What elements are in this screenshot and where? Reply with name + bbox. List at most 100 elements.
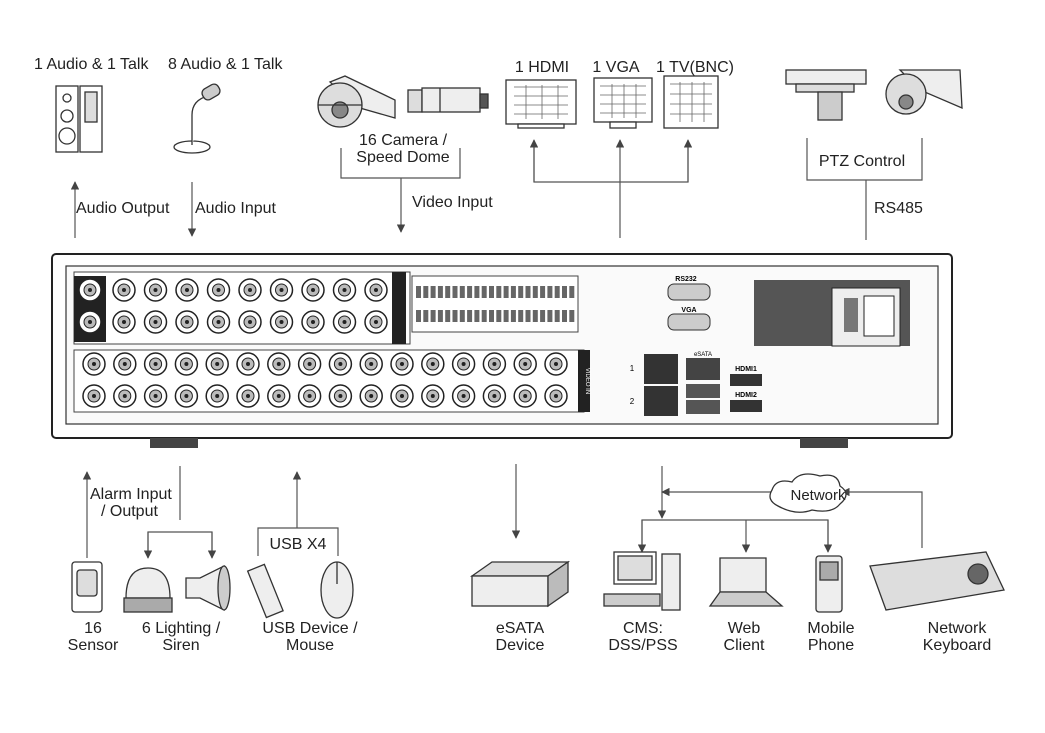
alarm-terminal-screw[interactable] — [423, 310, 429, 322]
audio-bnc-connector[interactable] — [364, 278, 388, 302]
alarm-terminal-screw[interactable] — [532, 310, 538, 322]
video-in-bnc-connector[interactable] — [236, 352, 260, 376]
alarm-terminal-screw[interactable] — [437, 310, 443, 322]
alarm-terminal-screw[interactable] — [489, 310, 494, 322]
alarm-terminal-screw[interactable] — [459, 286, 465, 298]
alarm-terminal-screw[interactable] — [430, 310, 436, 322]
audio-bnc-connector[interactable] — [332, 278, 357, 302]
hdmi-port-1[interactable] — [730, 374, 762, 386]
hdmi-port-2[interactable] — [730, 400, 762, 412]
alarm-terminal-screw[interactable] — [481, 286, 487, 298]
alarm-terminal-screw[interactable] — [459, 310, 465, 322]
audio-bnc-connector[interactable] — [175, 278, 199, 302]
rs232-port[interactable] — [667, 283, 711, 301]
video-in-bnc-connector[interactable] — [328, 352, 353, 376]
alarm-terminal-screw[interactable] — [562, 286, 567, 298]
audio-bnc-connector[interactable] — [112, 278, 136, 302]
lan-port-1[interactable] — [644, 354, 678, 384]
video-in-bnc-connector[interactable] — [113, 384, 137, 408]
alarm-terminal-screw[interactable] — [416, 310, 421, 322]
video-in-bnc-connector[interactable] — [143, 384, 168, 408]
video-in-bnc-connector[interactable] — [359, 352, 383, 376]
video-in-bnc-connector[interactable] — [544, 352, 568, 376]
alarm-terminal-screw[interactable] — [554, 286, 560, 298]
usb-port-1[interactable] — [686, 384, 720, 398]
video-in-bnc-connector[interactable] — [113, 352, 137, 376]
video-in-bnc-connector[interactable] — [297, 384, 322, 408]
audio-in-bnc[interactable] — [78, 310, 102, 334]
video-in-bnc-connector[interactable] — [544, 384, 568, 408]
video-in-bnc-connector[interactable] — [513, 384, 537, 408]
video-in-bnc-connector[interactable] — [359, 384, 383, 408]
alarm-terminal-screw[interactable] — [474, 310, 480, 322]
alarm-terminal-screw[interactable] — [496, 286, 502, 298]
video-in-bnc-connector[interactable] — [174, 352, 199, 376]
audio-bnc-connector[interactable] — [206, 278, 231, 302]
alarm-terminal-screw[interactable] — [437, 286, 443, 298]
video-in-bnc-connector[interactable] — [482, 352, 507, 376]
alarm-terminal-screw[interactable] — [518, 286, 524, 298]
alarm-terminal-screw[interactable] — [540, 310, 546, 322]
video-in-bnc-connector[interactable] — [267, 384, 291, 408]
video-in-bnc-connector[interactable] — [513, 352, 537, 376]
alarm-terminal-screw[interactable] — [510, 310, 516, 322]
audio-bnc-connector[interactable] — [269, 278, 294, 302]
video-in-bnc-connector[interactable] — [390, 352, 414, 376]
video-in-bnc-connector[interactable] — [390, 384, 414, 408]
video-in-bnc-connector[interactable] — [82, 352, 106, 376]
alarm-terminal-screw[interactable] — [540, 286, 546, 298]
lan-port-2[interactable] — [644, 386, 678, 416]
audio-bnc-connector[interactable] — [269, 310, 294, 334]
video-in-bnc-connector[interactable] — [236, 384, 260, 408]
video-in-bnc-connector[interactable] — [174, 384, 199, 408]
alarm-terminal-screw[interactable] — [554, 310, 560, 322]
alarm-terminal-screw[interactable] — [525, 286, 531, 298]
video-in-bnc-connector[interactable] — [451, 352, 476, 376]
alarm-terminal-screw[interactable] — [489, 286, 494, 298]
audio-bnc-connector[interactable] — [364, 310, 388, 334]
audio-out-bnc[interactable] — [78, 278, 102, 302]
alarm-terminal-screw[interactable] — [445, 310, 451, 322]
alarm-terminal-screw[interactable] — [503, 310, 509, 322]
video-in-bnc-connector[interactable] — [82, 384, 106, 408]
audio-bnc-connector[interactable] — [143, 310, 168, 334]
alarm-terminal-screw[interactable] — [547, 286, 553, 298]
audio-bnc-connector[interactable] — [206, 310, 231, 334]
video-in-bnc-connector[interactable] — [328, 384, 353, 408]
vga-port[interactable] — [667, 313, 711, 331]
video-in-bnc-connector[interactable] — [451, 384, 476, 408]
esata-port[interactable] — [686, 358, 720, 380]
video-in-bnc-connector[interactable] — [267, 352, 291, 376]
audio-bnc-connector[interactable] — [112, 310, 136, 334]
audio-bnc-connector[interactable] — [175, 310, 199, 334]
audio-bnc-connector[interactable] — [301, 310, 325, 334]
alarm-terminal-screw[interactable] — [496, 310, 502, 322]
video-in-bnc-connector[interactable] — [421, 384, 445, 408]
alarm-terminal-screw[interactable] — [510, 286, 516, 298]
alarm-terminal-screw[interactable] — [532, 286, 538, 298]
alarm-terminal-screw[interactable] — [430, 286, 436, 298]
alarm-terminal-screw[interactable] — [445, 286, 451, 298]
video-in-bnc-connector[interactable] — [205, 384, 229, 408]
audio-bnc-connector[interactable] — [143, 278, 168, 302]
alarm-terminal-screw[interactable] — [452, 286, 458, 298]
alarm-terminal-screw[interactable] — [452, 310, 458, 322]
alarm-terminal-screw[interactable] — [562, 310, 567, 322]
audio-bnc-connector[interactable] — [238, 310, 262, 334]
video-in-bnc-connector[interactable] — [482, 384, 507, 408]
audio-bnc-connector[interactable] — [301, 278, 325, 302]
alarm-terminal-screw[interactable] — [481, 310, 487, 322]
usb-port-2[interactable] — [686, 400, 720, 414]
video-in-bnc-connector[interactable] — [143, 352, 168, 376]
video-in-bnc-connector[interactable] — [297, 352, 322, 376]
alarm-terminal-screw[interactable] — [525, 310, 531, 322]
alarm-terminal-screw[interactable] — [518, 310, 524, 322]
alarm-terminal-screw[interactable] — [467, 286, 473, 298]
audio-bnc-connector[interactable] — [238, 278, 262, 302]
alarm-terminal-screw[interactable] — [569, 310, 575, 322]
alarm-terminal-screw[interactable] — [503, 286, 509, 298]
video-in-bnc-connector[interactable] — [205, 352, 229, 376]
alarm-terminal-screw[interactable] — [474, 286, 480, 298]
alarm-terminal-screw[interactable] — [547, 310, 553, 322]
alarm-terminal-screw[interactable] — [467, 310, 473, 322]
